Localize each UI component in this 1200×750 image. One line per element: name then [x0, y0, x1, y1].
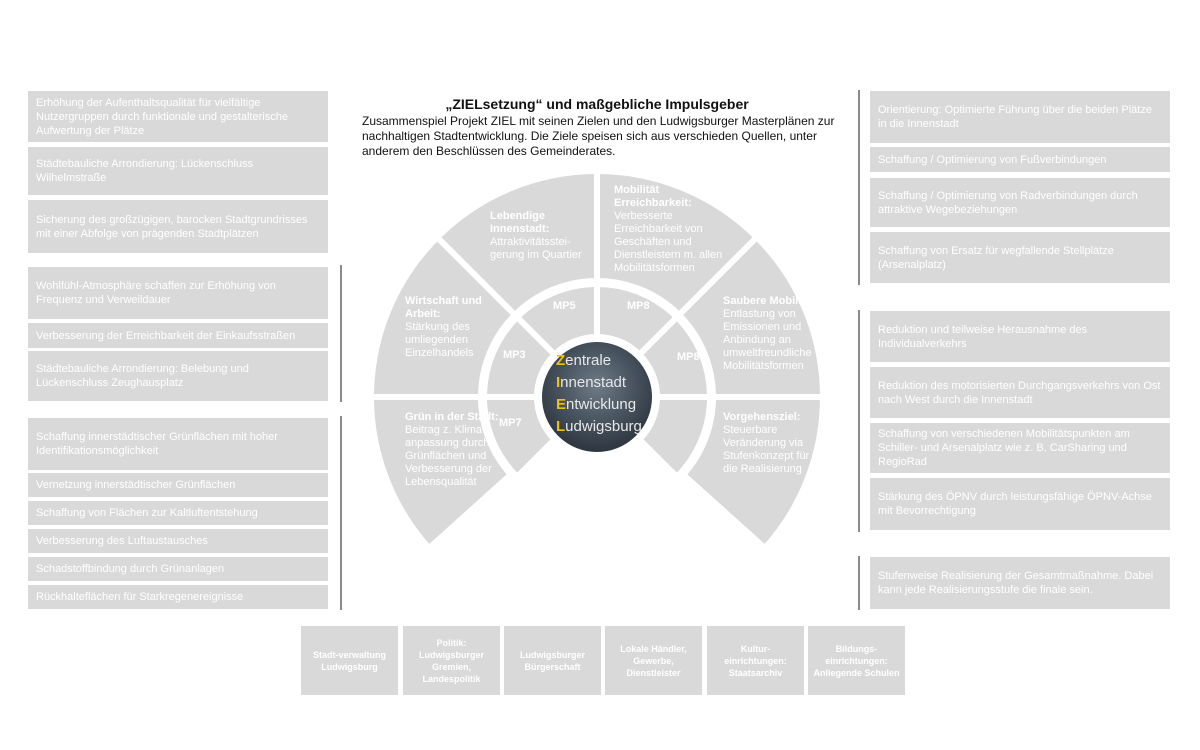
mp-label: MP8 — [677, 351, 700, 363]
segment-text: Steuerbare Veränderung via Stufenkonzept… — [723, 424, 810, 475]
segment-text: Entlastung von Emissionen und Anbindung … — [723, 308, 812, 372]
acronym-letter: Z — [556, 352, 566, 369]
intro-text: Zusammenspiel Projekt ZIEL mit seinen Zi… — [362, 114, 835, 158]
left-goal-box: Wohlfühl-Atmosphäre schaffen zur Erhöhun… — [28, 267, 328, 319]
acronym-word: ntwicklung — [566, 396, 637, 413]
segment-heading: Vorgehensziel: — [723, 411, 801, 423]
left-goal-box: Verbesserung des Luftaustausches — [28, 529, 328, 553]
divider — [858, 556, 860, 610]
mp-ring-segment — [480, 394, 559, 482]
acronym-letter: E — [556, 396, 567, 413]
left-goal-box: Rückhalteflächen für Starkregenereigniss… — [28, 585, 328, 609]
left-goal-box: Städtebauliche Arrondierung: Belebung un… — [28, 351, 328, 401]
right-goal-box: Schaffung von Ersatz für wegfallende Ste… — [870, 232, 1170, 283]
right-goal-box: Reduktion des motorisierten Durchgangsve… — [870, 367, 1170, 418]
stakeholder-box: Lokale Händler, Gewerbe, Dienstleister — [605, 626, 702, 695]
segment-heading: Saubere Mobilität: — [723, 295, 819, 307]
city-photo-circle — [538, 338, 656, 456]
divider — [858, 90, 860, 285]
segment-saubere-mobilitaet: Saubere Mobilität:Entlastung von Emissio… — [723, 295, 823, 373]
page-title: „ZIELsetzung“ und maßgebliche Impulsgebe… — [445, 96, 749, 112]
right-goal-box: Schaffung / Optimierung von Fußverbindun… — [870, 147, 1170, 172]
right-goal-box: Schaffung / Optimierung von Radverbindun… — [870, 178, 1170, 227]
left-goal-box: Schadstoffbindung durch Grünanlagen — [28, 557, 328, 581]
acronym-word: entrale — [565, 352, 612, 369]
segment-text: Attraktivitätsstei-gerung im Quartier — [490, 236, 582, 261]
segment-text: Verbesserte Erreichbarkeit von Geschäfte… — [614, 210, 723, 274]
left-goal-box: Verbesserung der Erreichbarkeit der Eink… — [28, 323, 328, 348]
mp-label: MP8 — [627, 300, 650, 312]
segment-text: Beitrag z. Klima-anpassung durch Grünflä… — [405, 424, 492, 488]
mp-ring-segment — [635, 312, 714, 400]
divider — [340, 265, 342, 402]
right-goal-box: Stärkung des ÖPNV durch leistungsfähige … — [870, 478, 1170, 530]
segment-heading: Wirtschaft und Arbeit: — [405, 295, 482, 320]
stakeholder-box: Stadt-verwaltung Ludwigsburg — [301, 626, 398, 695]
left-goal-box: Schaffung von Flächen zur Kaltluftentste… — [28, 501, 328, 525]
right-goal-box: Reduktion und teilweise Herausnahme des … — [870, 311, 1170, 362]
segment-heading: Mobilität Erreichbarkeit: — [614, 184, 692, 209]
segment-lebendige-innenstadt: Lebendige Innenstadt:Attraktivitätsstei-… — [490, 210, 590, 262]
mp-ring-segment — [635, 394, 714, 482]
right-goal-box: Orientierung: Optimierte Führung über di… — [870, 91, 1170, 143]
left-goal-box: Vernetzung innerstädtischer Grünflächen — [28, 473, 328, 497]
acronym-word: udwigsburg — [565, 418, 642, 435]
segment-vorgehensziel: Vorgehensziel:Steuerbare Veränderung via… — [723, 411, 818, 476]
ziel-acronym: Zentrale Innenstadt Entwicklung Ludwigsb… — [556, 350, 642, 438]
mp-label: MP5 — [553, 300, 576, 312]
segment-heading: Grün in der Stadt: — [405, 411, 499, 423]
stakeholder-box: Kultur-einrichtungen: Staatsarchiv — [707, 626, 804, 695]
segment-mobilitaet: Mobilität Erreichbarkeit:Verbesserte Err… — [614, 184, 734, 275]
segment-gruen: Grün in der Stadt:Beitrag z. Klima-anpas… — [405, 411, 500, 489]
left-goal-box: Erhöhung der Aufenthaltsqualität für vie… — [28, 91, 328, 142]
stakeholder-box: Bildungs-einrichtungen: Anliegende Schul… — [808, 626, 905, 695]
right-goal-box: Stufenweise Realisierung der Gesamtmaßna… — [870, 557, 1170, 609]
acronym-word: nnenstadt — [560, 374, 627, 391]
segment-heading: Lebendige Innenstadt: — [490, 210, 550, 235]
segment-text: Stärkung des umliegenden Einzelhandels — [405, 321, 474, 359]
stakeholder-box: Politik: Ludwigsburger Gremien, Landespo… — [403, 626, 500, 695]
acronym-letter: L — [556, 418, 566, 435]
left-goal-box: Schaffung innerstädtischer Grünflächen m… — [28, 418, 328, 470]
left-goal-box: Städtebauliche Arrondierung: Lückenschlu… — [28, 147, 328, 195]
right-goal-box: Schaffung von verschiedenen Mobilitätspu… — [870, 423, 1170, 473]
divider — [858, 310, 860, 532]
left-goal-box: Sicherung des großzügigen, barocken Stad… — [28, 200, 328, 253]
divider — [340, 416, 342, 610]
segment-wirtschaft: Wirtschaft und Arbeit:Stärkung des umlie… — [405, 295, 495, 360]
mp-label: MP3 — [503, 349, 526, 361]
acronym-letter: I — [556, 374, 561, 391]
mp-label: MP7 — [499, 417, 522, 429]
stakeholder-box: Ludwigsburger Bürgerschaft — [504, 626, 601, 695]
